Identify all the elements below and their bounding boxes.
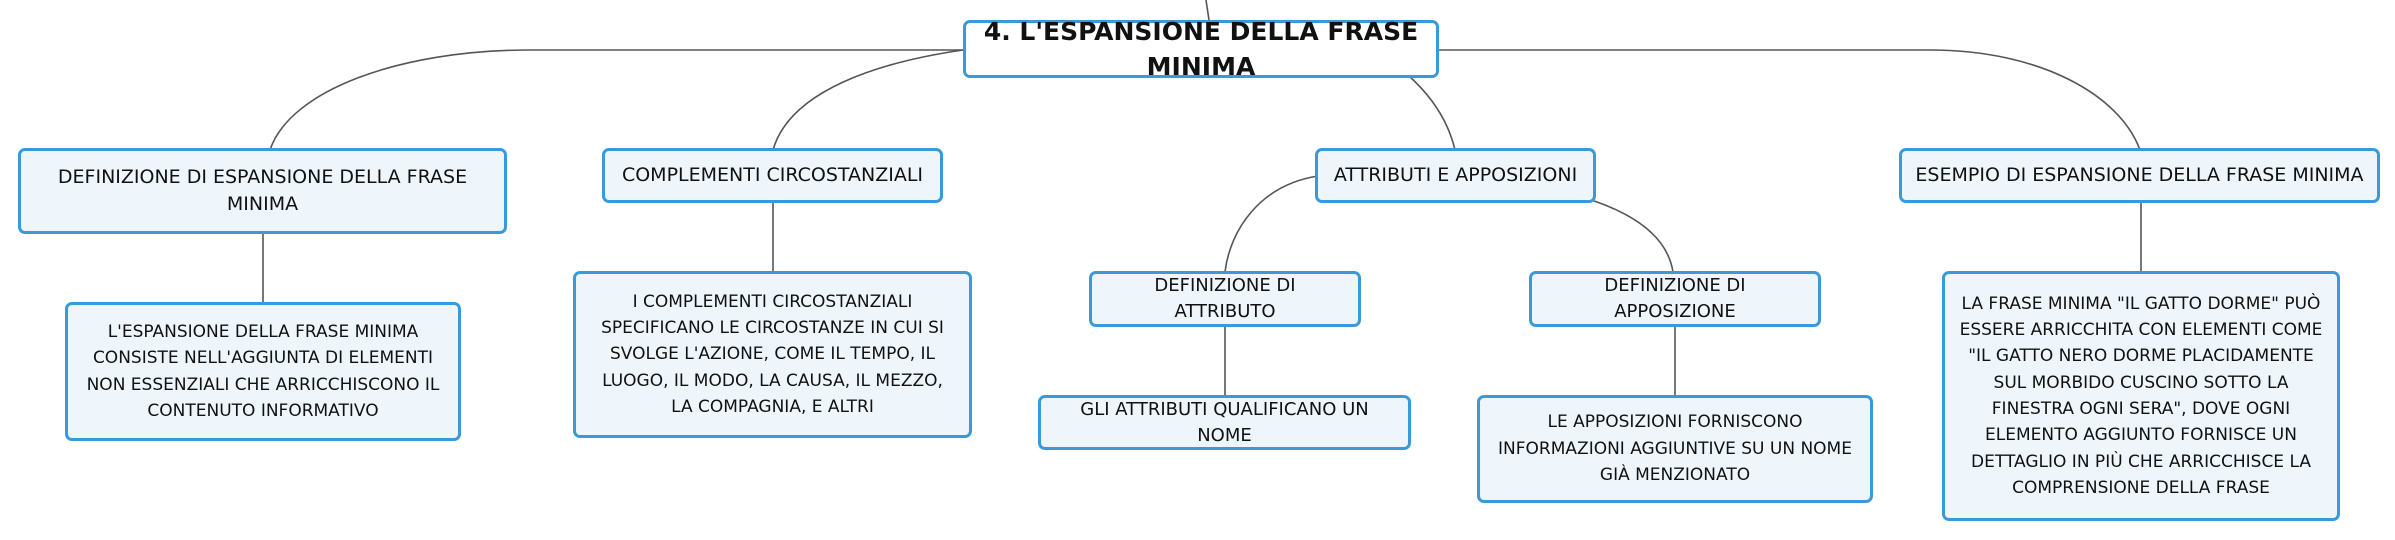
connector-root-attributi xyxy=(1408,75,1456,151)
subtopic-attributo-label: DEFINIZIONE DI ATTRIBUTO xyxy=(1154,275,1296,322)
subtopic-definizione-detail[interactable]: L'ESPANSIONE DELLA FRASE MINIMA CONSISTE… xyxy=(65,302,461,441)
subtopic-esempio-detail[interactable]: LA FRASE MINIMA "IL GATTO DORME" PUÒ ESS… xyxy=(1942,271,2340,521)
subtopic-complementi-detail-text: I COMPLEMENTI CIRCOSTANZIALI SPECIFICANO… xyxy=(601,291,944,418)
topic-attributi[interactable]: ATTRIBUTI E APPOSIZIONI xyxy=(1315,148,1596,203)
subtopic-apposizione[interactable]: DEFINIZIONE DI APPOSIZIONE xyxy=(1529,271,1821,327)
subtopic-esempio-detail-text: LA FRASE MINIMA "IL GATTO DORME" PUÒ ESS… xyxy=(1959,293,2323,499)
central-topic-label: 4. L'ESPANSIONE DELLA FRASE MINIMA xyxy=(983,16,1419,82)
topic-definizione-label: DEFINIZIONE DI ESPANSIONE DELLA FRASE MI… xyxy=(57,166,468,215)
connector-root-complementi xyxy=(772,49,964,151)
subtopic-complementi-detail[interactable]: I COMPLEMENTI CIRCOSTANZIALI SPECIFICANO… xyxy=(573,271,972,438)
subtopic-definizione-detail-text: L'ESPANSIONE DELLA FRASE MINIMA CONSISTE… xyxy=(86,321,440,421)
subtopic-apposizione-detail[interactable]: LE APPOSIZIONI FORNISCONO INFORMAZIONI A… xyxy=(1477,395,1873,503)
topic-esempio[interactable]: ESEMPIO DI ESPANSIONE DELLA FRASE MINIMA xyxy=(1899,148,2380,203)
subtopic-attributo-detail[interactable]: GLI ATTRIBUTI QUALIFICANO UN NOME xyxy=(1038,395,1411,450)
connector-root-definizione xyxy=(269,49,963,151)
topic-attributi-label: ATTRIBUTI E APPOSIZIONI xyxy=(1333,164,1578,187)
topic-definizione[interactable]: DEFINIZIONE DI ESPANSIONE DELLA FRASE MI… xyxy=(18,148,507,234)
subtopic-attributo-detail-text: GLI ATTRIBUTI QUALIFICANO UN NOME xyxy=(1080,398,1369,446)
topic-complementi[interactable]: COMPLEMENTI CIRCOSTANZIALI xyxy=(602,148,943,203)
topic-esempio-label: ESEMPIO DI ESPANSIONE DELLA FRASE MINIMA xyxy=(1915,164,2364,187)
connector-attributi-attributo xyxy=(1224,175,1319,273)
connector-root-esempio xyxy=(1435,49,2141,151)
subtopic-attributo[interactable]: DEFINIZIONE DI ATTRIBUTO xyxy=(1089,271,1361,327)
connector-attributi-apposizione xyxy=(1584,197,1674,273)
subtopic-apposizione-detail-text: LE APPOSIZIONI FORNISCONO INFORMAZIONI A… xyxy=(1498,412,1852,486)
connector-root-parent xyxy=(1205,0,1210,21)
subtopic-apposizione-label: DEFINIZIONE DI APPOSIZIONE xyxy=(1604,275,1746,322)
central-topic[interactable]: 4. L'ESPANSIONE DELLA FRASE MINIMA xyxy=(963,17,1439,81)
topic-complementi-label: COMPLEMENTI CIRCOSTANZIALI xyxy=(621,164,924,187)
